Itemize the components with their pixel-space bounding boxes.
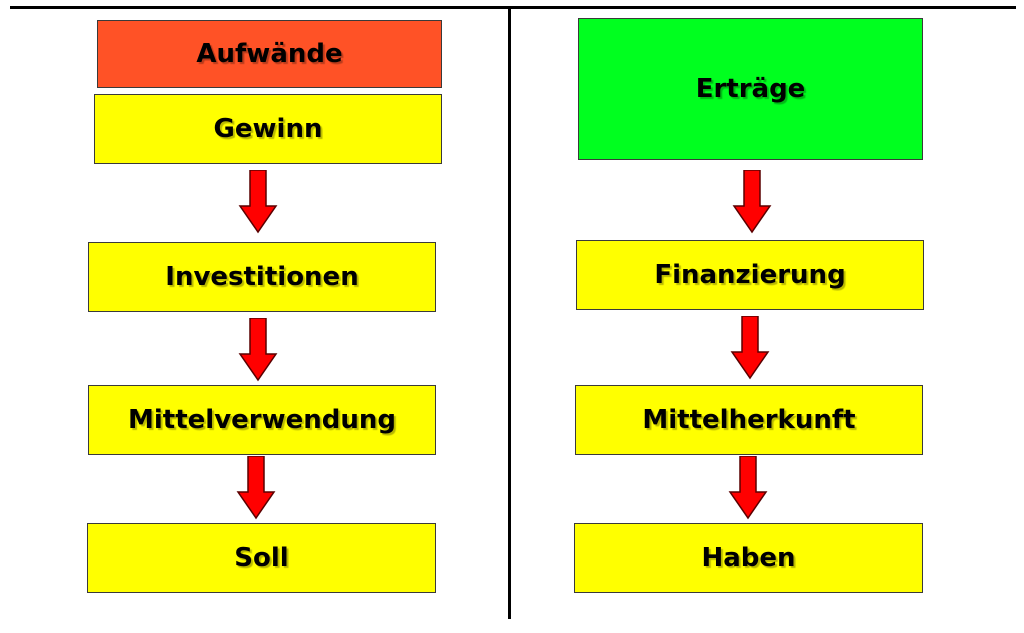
down-arrow-icon [728,456,768,520]
down-arrow-icon [732,170,772,234]
down-arrow-icon [730,316,770,380]
down-arrow-icon [238,318,278,382]
box-investments: Investitionen [88,242,436,312]
box-use-of-funds: Mittelverwendung [88,385,436,455]
box-profit: Gewinn [94,94,442,164]
down-arrow-icon [236,456,276,520]
box-expenses: Aufwände [97,20,442,88]
box-debit: Soll [87,523,436,593]
box-source-of-funds: Mittelherkunft [575,385,923,455]
down-arrow-icon [238,170,278,234]
box-income: Erträge [578,18,923,160]
t-account-top-line [10,6,1016,9]
t-account-divider [508,9,511,619]
box-credit: Haben [574,523,923,593]
box-financing: Finanzierung [576,240,924,310]
